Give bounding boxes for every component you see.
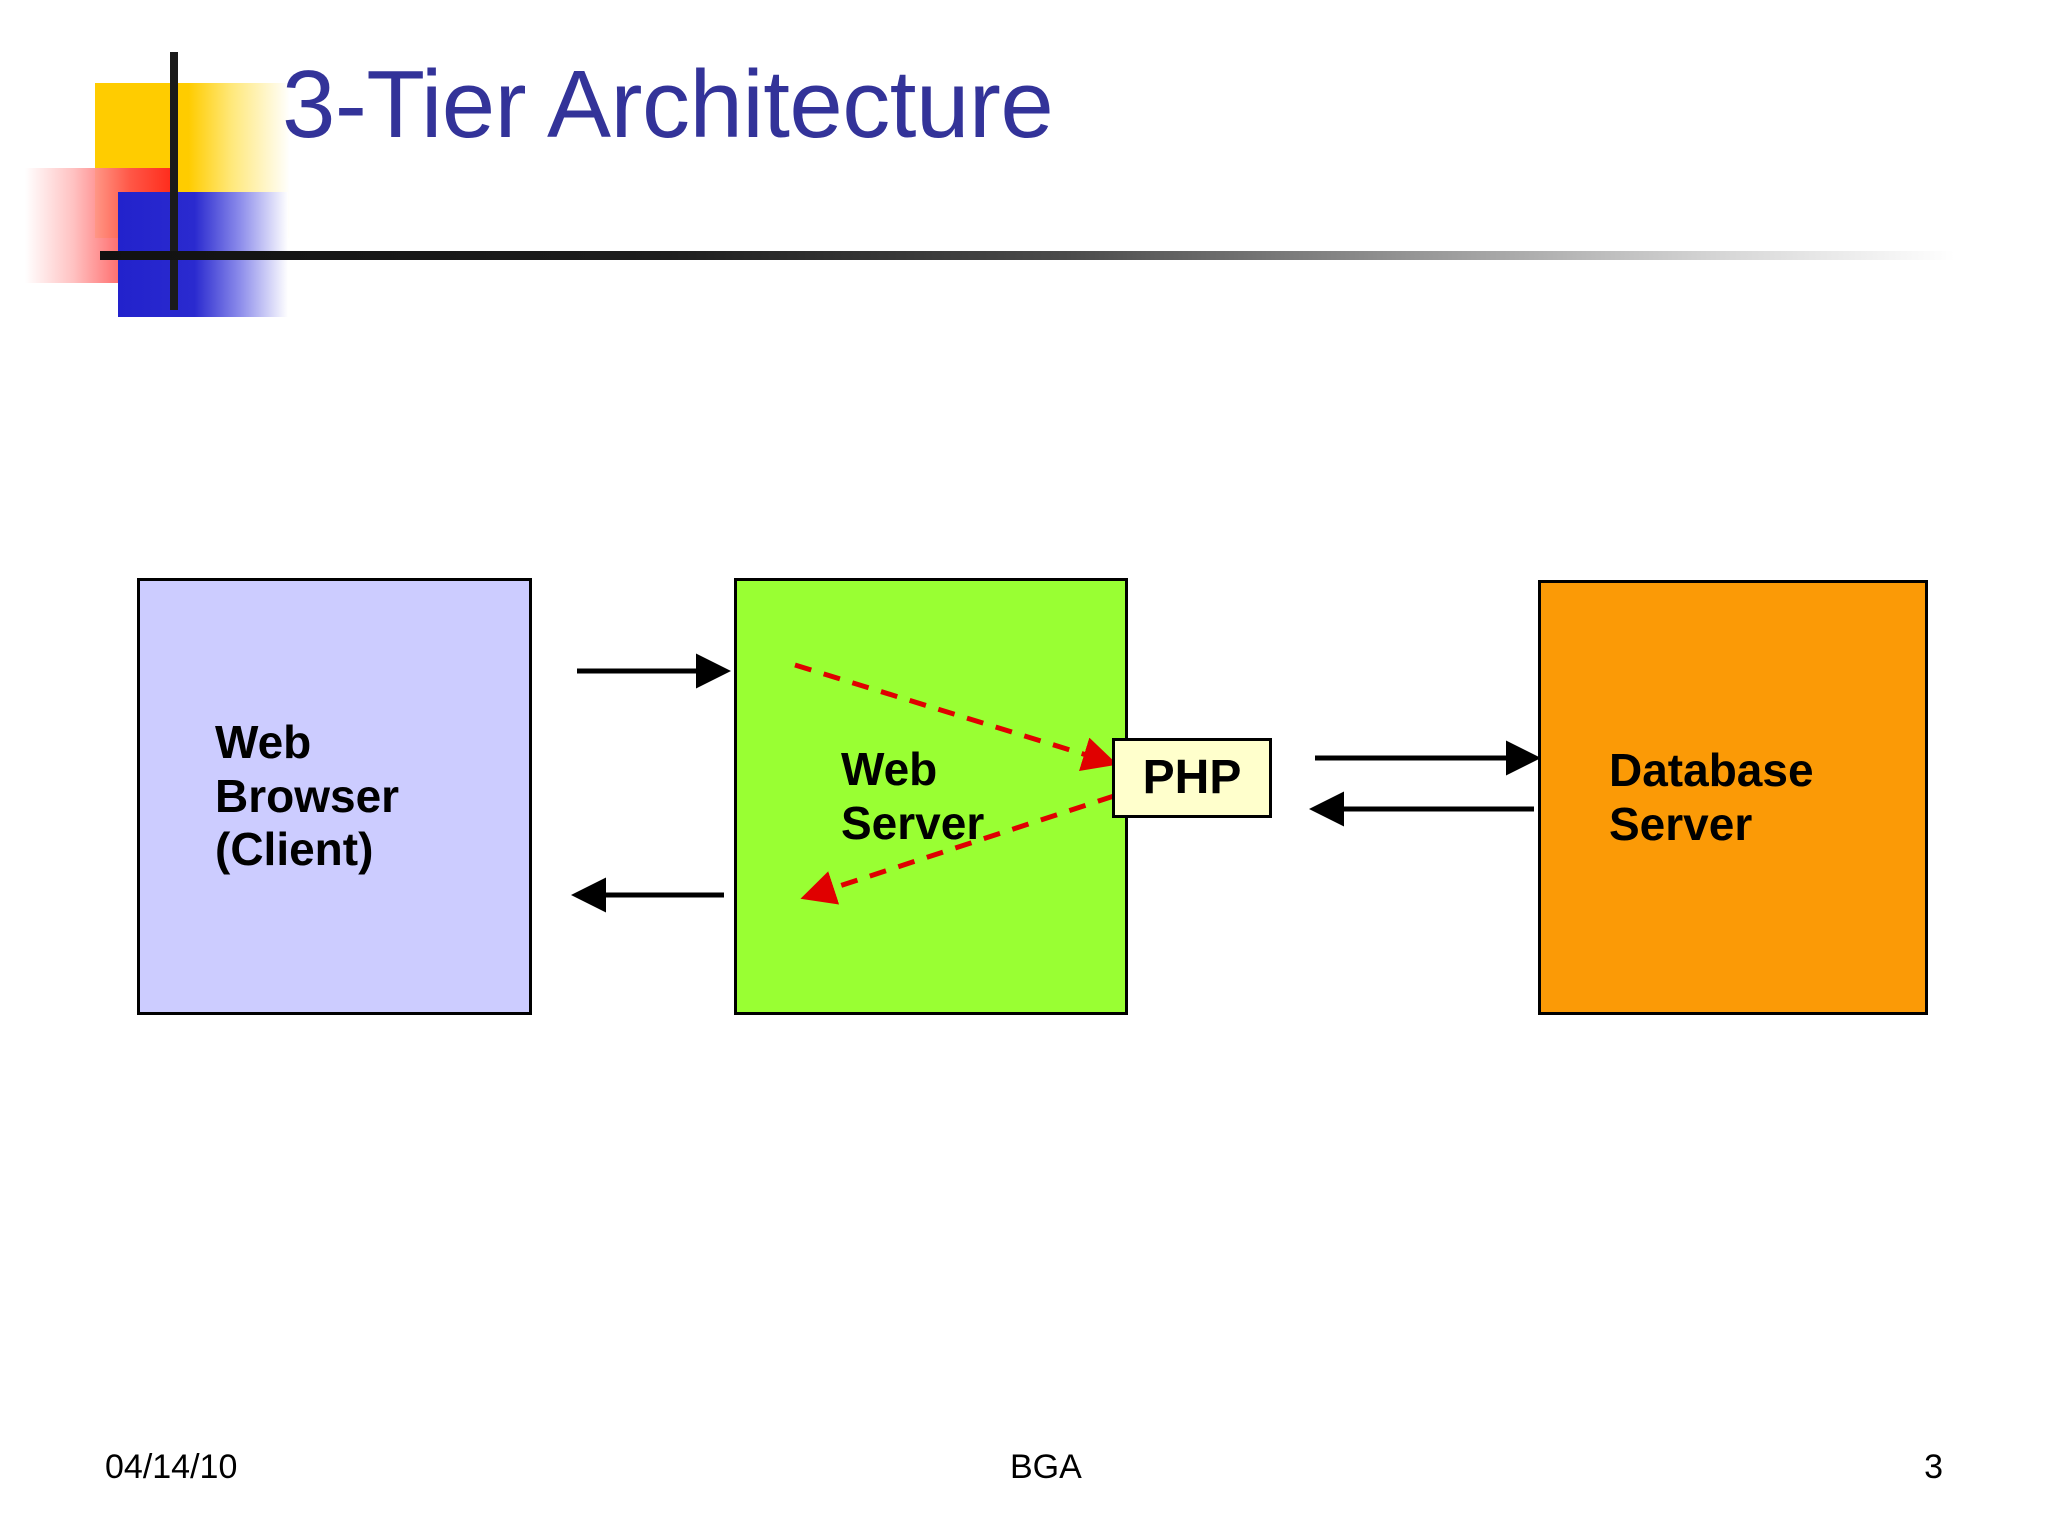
title-horizontal-rule	[100, 251, 1955, 260]
arrow-php-to-webserver	[800, 793, 1115, 905]
diagram-box-php[interactable]: PHP	[1112, 738, 1272, 818]
browser-webserver-arrows	[570, 653, 732, 913]
footer-date: 04/14/10	[105, 1448, 238, 1486]
php-database-arrows	[1308, 740, 1542, 827]
page-title: 3-Tier Architecture	[282, 51, 1054, 158]
logo-vertical-rule	[170, 52, 178, 310]
footer-page-number: 3	[1924, 1448, 1943, 1486]
footer-label: BGA	[1010, 1448, 1082, 1486]
box-label-php: PHP	[1142, 751, 1242, 805]
arrow-webserver-to-php	[794, 662, 1118, 772]
web-server-internal-arrows	[794, 662, 1118, 905]
slide-logo-decoration	[0, 0, 300, 320]
